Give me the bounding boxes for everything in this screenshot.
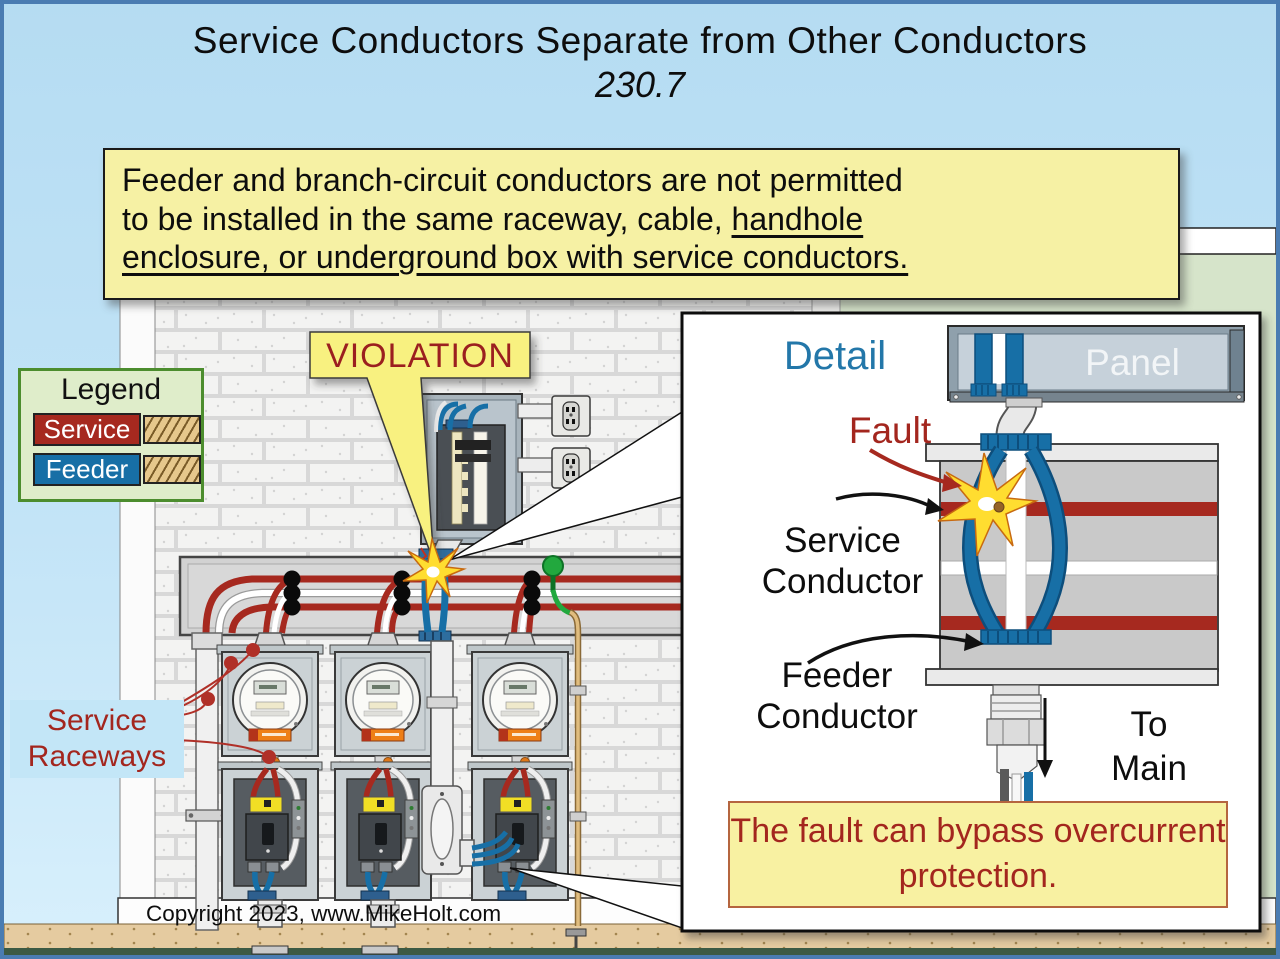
rule-line-1: Feeder and branch-circuit conductors are…: [122, 162, 903, 198]
feeder-conductor-label: Feeder Conductor: [756, 656, 918, 736]
service-wire-icon: [143, 415, 201, 444]
service-color-chip: Service: [33, 413, 141, 446]
underground-coupling-icon: [361, 945, 399, 955]
receptacle-1: [517, 395, 591, 437]
to-main-label: To Main: [1111, 705, 1187, 788]
meter-stack-2: [330, 632, 436, 928]
legend-item-feeder: Feeder: [33, 452, 201, 487]
copyright-text: Copyright 2023, www.MikeHolt.com: [146, 901, 502, 926]
panel-label: Panel: [1085, 342, 1180, 383]
fault-spark-icon: [402, 536, 467, 604]
corner-board: [119, 239, 156, 901]
service-riser-conduit: [185, 632, 229, 931]
rule-line-2: to be installed in the same raceway, cab…: [122, 200, 864, 237]
service-conductors: [202, 570, 700, 634]
detail-title: Detail: [783, 334, 887, 378]
ground-rod-clamp-icon: [565, 928, 587, 937]
legend-item-service: Service: [33, 412, 201, 447]
rule-line-3: enclosure, or underground box with servi…: [122, 239, 909, 275]
violation-callout: [309, 331, 531, 564]
branch-panel: [418, 393, 523, 560]
feeder-color-chip: Feeder: [33, 453, 141, 486]
fault-bypass-note: The fault can bypass overcurrent protect…: [728, 801, 1228, 908]
grounding-electrode-conductor: [568, 609, 587, 926]
fault-arrow-icon: [868, 448, 962, 492]
feeder-wire-icon: [143, 455, 201, 484]
detail-fault-spark-icon: [937, 452, 1039, 557]
rule-text-box: Feeder and branch-circuit conductors are…: [103, 148, 1180, 300]
ground-pigtail: [542, 555, 571, 616]
legend-box: Legend Service Feeder: [18, 368, 204, 502]
legend-title: Legend: [60, 373, 162, 406]
page-title: Service Conductors Separate from Other C…: [192, 20, 1088, 61]
meter-stack-1: [217, 632, 323, 928]
service-conductor-label: Service Conductor: [761, 521, 924, 601]
code-section-number: 230.7: [594, 64, 686, 105]
service-raceways-label: Service Raceways: [10, 700, 184, 778]
underground-coupling-icon: [251, 945, 289, 955]
violation-label: VIOLATION: [326, 337, 514, 375]
fault-label: Fault: [848, 410, 932, 451]
feeder-conduit: [418, 630, 521, 875]
service-conductor-arrow-icon: [835, 492, 944, 515]
junction-dots: [283, 570, 541, 616]
lb-fitting: [421, 785, 475, 875]
detail-panel-graphic: [947, 325, 1245, 403]
feeder-conductor-arrow-icon: [807, 633, 984, 665]
to-main-arrow-icon: [1037, 698, 1053, 778]
meter-stack-3: [467, 632, 573, 900]
